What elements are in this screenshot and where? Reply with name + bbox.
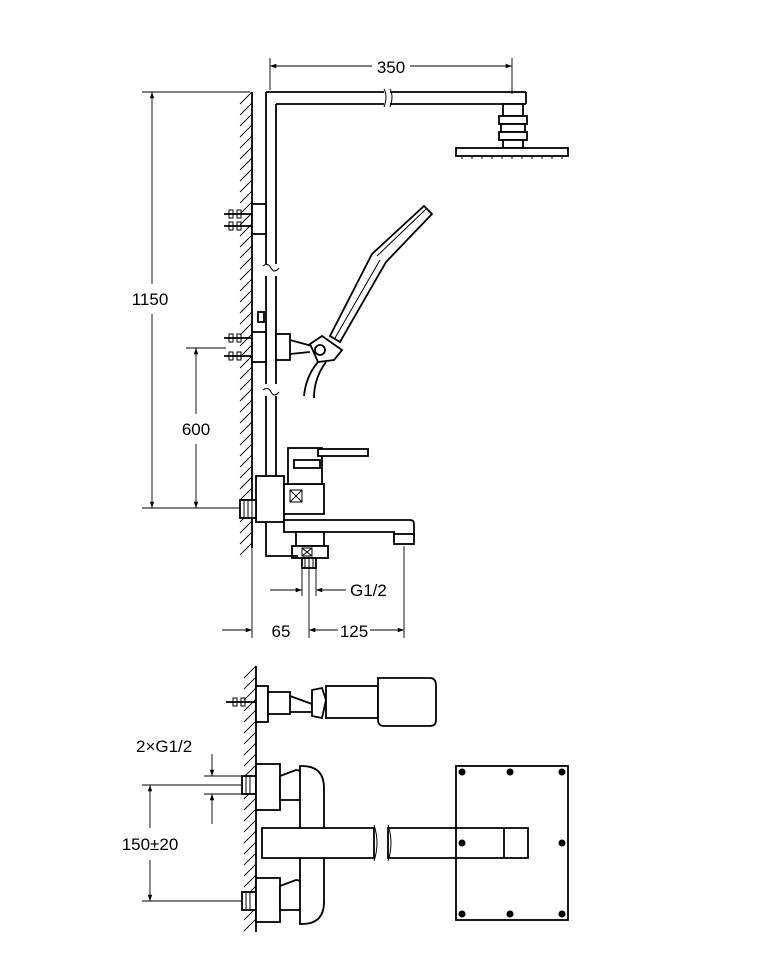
dimension-total-height: 1150 bbox=[132, 91, 250, 509]
hatch-line bbox=[243, 764, 257, 778]
hatch-line bbox=[239, 124, 253, 138]
hatch-line bbox=[239, 102, 253, 116]
mounting-hole bbox=[458, 768, 466, 776]
mounting-hole bbox=[506, 910, 514, 918]
hatch-line bbox=[243, 731, 257, 745]
dimension-arm-length: 350 bbox=[269, 58, 513, 94]
hand-shower bbox=[303, 204, 434, 399]
bracket-with-hand-shower-plan bbox=[226, 677, 437, 727]
overhead-shower-plan bbox=[455, 765, 569, 921]
hatch-line bbox=[243, 687, 257, 701]
hatch-line bbox=[243, 874, 257, 888]
hatch-line bbox=[239, 289, 253, 303]
hatch-line bbox=[243, 742, 257, 756]
hatch-line bbox=[243, 676, 257, 690]
hatch-line bbox=[239, 432, 253, 446]
dimension-wall-offset-and-reach: 65 125 bbox=[222, 546, 405, 641]
hatch-line bbox=[239, 344, 253, 358]
plan-view: 2×G1/2 150±20 bbox=[122, 665, 569, 932]
hatch-line bbox=[239, 267, 253, 281]
hatch-line bbox=[239, 212, 253, 226]
wall-hatching bbox=[239, 91, 253, 556]
label-wall-offset: 65 bbox=[272, 622, 291, 641]
hatch-line bbox=[243, 753, 257, 767]
hatch-line bbox=[243, 698, 257, 712]
hatch-line bbox=[239, 179, 253, 193]
hatch-line bbox=[243, 808, 257, 822]
dimension-inlet-thread: G1/2 bbox=[270, 568, 387, 600]
dimension-inlet-thread-pair: 2×G1/2 bbox=[136, 737, 242, 824]
hatch-line bbox=[239, 91, 253, 105]
hatch-line bbox=[243, 665, 257, 679]
hatch-line bbox=[243, 918, 257, 932]
dimension-inlet-spacing: 150±20 bbox=[122, 784, 242, 902]
hatch-line bbox=[239, 157, 253, 171]
mixer-plan bbox=[241, 763, 529, 925]
hatch-line bbox=[243, 720, 257, 734]
hatch-line bbox=[243, 830, 257, 844]
hatch-line bbox=[239, 311, 253, 325]
hatch-line bbox=[239, 465, 253, 479]
hatch-line bbox=[239, 487, 253, 501]
hatch-line bbox=[239, 388, 253, 402]
side-elevation-view: 350 1150 600 G1/2 bbox=[132, 58, 569, 641]
hatch-line bbox=[239, 113, 253, 127]
hatch-line bbox=[239, 322, 253, 336]
hatch-line bbox=[239, 366, 253, 380]
label-total-height: 1150 bbox=[132, 290, 169, 309]
hatch-line bbox=[239, 333, 253, 347]
bath-mixer bbox=[239, 447, 415, 569]
label-arm-length: 350 bbox=[377, 58, 405, 77]
hatch-line bbox=[239, 520, 253, 534]
dimension-mixer-height: 600 bbox=[182, 347, 226, 508]
hatch-line bbox=[239, 454, 253, 468]
hatch-line bbox=[239, 421, 253, 435]
hatch-line bbox=[239, 234, 253, 248]
hatch-line bbox=[239, 399, 253, 413]
hatch-line bbox=[243, 797, 257, 811]
hatch-line bbox=[243, 709, 257, 723]
mounting-hole bbox=[458, 839, 466, 847]
hatch-line bbox=[239, 531, 253, 545]
hatch-line bbox=[239, 542, 253, 556]
mounting-hole bbox=[506, 768, 514, 776]
label-mixer-height: 600 bbox=[182, 420, 210, 439]
hatch-line bbox=[239, 476, 253, 490]
hatch-line bbox=[239, 168, 253, 182]
hatch-line bbox=[239, 377, 253, 391]
hatch-line bbox=[239, 355, 253, 369]
hatch-line bbox=[243, 863, 257, 877]
hatch-line bbox=[239, 278, 253, 292]
mounting-hole bbox=[558, 839, 566, 847]
hatch-line bbox=[239, 410, 253, 424]
hatch-line bbox=[239, 135, 253, 149]
shower-arm bbox=[266, 88, 527, 108]
hatch-line bbox=[239, 146, 253, 160]
hatch-line bbox=[243, 819, 257, 833]
hatch-line bbox=[243, 841, 257, 855]
hatch-line bbox=[239, 190, 253, 204]
hatch-line bbox=[239, 201, 253, 215]
label-spout-reach: 125 bbox=[340, 622, 368, 641]
mounting-hole bbox=[558, 910, 566, 918]
upper-wall-bracket bbox=[224, 203, 267, 235]
lower-wall-bracket bbox=[224, 311, 313, 363]
label-inlet-thread: G1/2 bbox=[350, 581, 387, 600]
overhead-shower-head bbox=[455, 103, 569, 159]
label-inlet-thread-pair: 2×G1/2 bbox=[136, 737, 192, 756]
mounting-hole bbox=[558, 768, 566, 776]
hatch-line bbox=[239, 300, 253, 314]
hatch-line bbox=[239, 256, 253, 270]
hatch-line bbox=[243, 852, 257, 866]
mounting-hole bbox=[458, 910, 466, 918]
label-inlet-spacing: 150±20 bbox=[122, 835, 179, 854]
hatch-line bbox=[239, 245, 253, 259]
hatch-line bbox=[239, 443, 253, 457]
